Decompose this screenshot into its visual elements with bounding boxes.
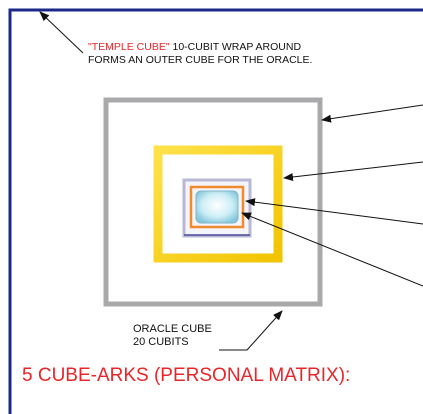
leader-arrow-orange	[245, 198, 423, 225]
temple-cube-highlight: "TEMPLE CUBE"	[88, 41, 170, 53]
leader-arrow-core	[241, 212, 423, 287]
oracle-leader	[219, 310, 283, 351]
caption-line1-rest: 10-CUBIT WRAP AROUND	[169, 41, 302, 53]
temple-cube-square	[103, 97, 323, 307]
caption-arrow	[39, 11, 84, 54]
oracle-label-line1: ORACLE CUBE	[133, 323, 212, 335]
temple-cube-caption: "TEMPLE CUBE" 10-CUBIT WRAP AROUND FORMS…	[88, 41, 408, 67]
oracle-cube-label: ORACLE CUBE 20 CUBITS	[133, 323, 212, 349]
core-cube	[195, 190, 239, 224]
page-border	[8, 8, 423, 414]
caption-line2: FORMS AN OUTER CUBE FOR THE ORACLE.	[88, 54, 313, 66]
yellow-cube-square	[153, 145, 283, 263]
section-heading: 5 CUBE-ARKS (PERSONAL MATRIX):	[22, 365, 351, 386]
leader-arrow-yellow	[283, 161, 423, 181]
orange-cube-square	[189, 185, 245, 229]
leader-arrow-outer	[321, 104, 423, 123]
oracle-label-line2: 20 CUBITS	[133, 336, 189, 348]
